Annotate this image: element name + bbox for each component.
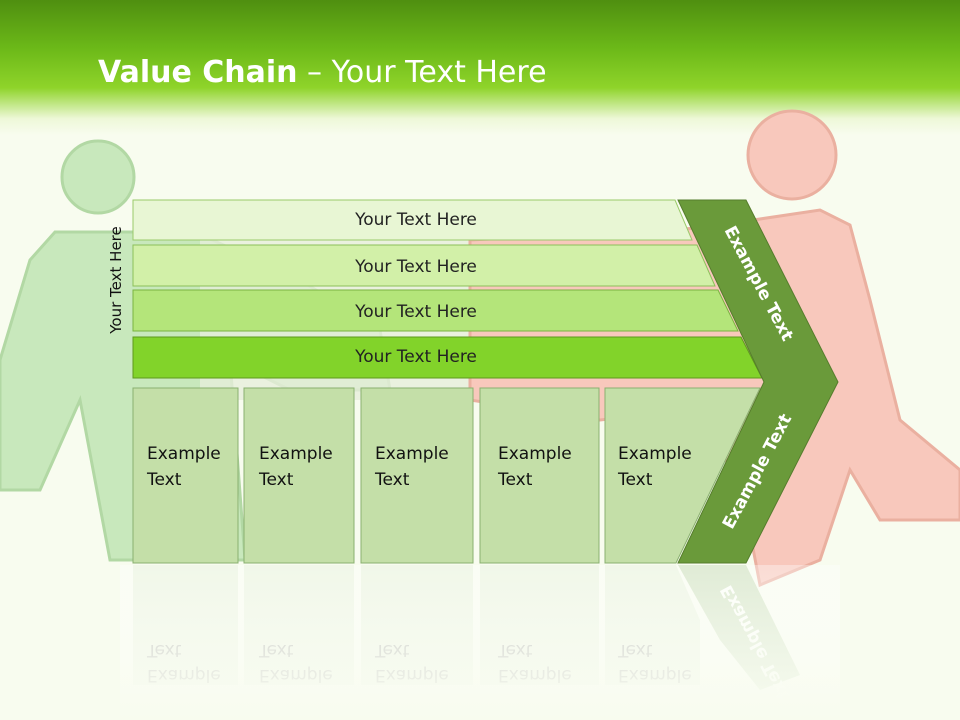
page-title: Value Chain – Your Text Here xyxy=(98,55,547,90)
box-3 xyxy=(360,387,474,564)
title-rest: – Your Text Here xyxy=(297,55,547,90)
chevron-arrow xyxy=(677,199,839,564)
band-3-label: Your Text Here xyxy=(354,302,477,322)
box-1 xyxy=(132,387,239,564)
box-1-line2: Text xyxy=(146,470,182,490)
band-1-label: Your Text Here xyxy=(354,210,477,230)
reflection-fade xyxy=(120,565,840,720)
box-2 xyxy=(243,387,355,564)
box-4-line2: Text xyxy=(497,470,533,490)
band-1 xyxy=(132,199,693,241)
box-5 xyxy=(604,387,761,564)
box-3-line2: Text xyxy=(374,470,410,490)
box-4 xyxy=(479,387,600,564)
band-2-label: Your Text Here xyxy=(354,257,477,277)
title-bold: Value Chain xyxy=(98,55,298,90)
box-3-line1: Example xyxy=(375,444,449,464)
band-2 xyxy=(132,244,716,287)
band-3 xyxy=(132,289,739,332)
box-2-line2: Text xyxy=(258,470,294,490)
box-5-line2: Text xyxy=(617,470,653,490)
box-1-line1: Example xyxy=(147,444,221,464)
box-2-line1: Example xyxy=(259,444,333,464)
band-4-label: Your Text Here xyxy=(354,347,477,367)
box-5-line1: Example xyxy=(618,444,692,464)
box-4-line1: Example xyxy=(498,444,572,464)
